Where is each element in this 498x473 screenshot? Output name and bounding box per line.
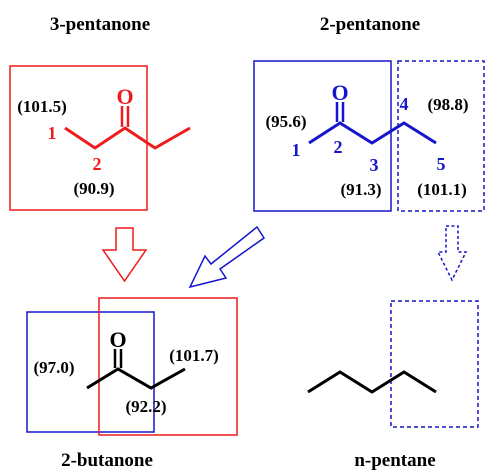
bond-value-c2: (90.9) [73,179,114,198]
fragment-box-2-butanone-part [253,60,392,212]
fragment-box-ethyl-part [397,60,485,212]
title-2-pentanone: 2-pentanone [320,14,420,35]
bond-value-middle: (92.2) [125,397,166,416]
bond-value-c1: (101.5) [17,97,67,116]
carbon-number-1: 1 [292,140,301,160]
fragment-box-red [98,297,238,436]
title-2-butanone: 2-butanone [61,450,153,471]
fragment-box-dashed [390,300,479,428]
skeleton-2-pentanone [308,121,437,145]
bond-value-right: (101.7) [169,346,219,365]
molecule-2-butanone: O (97.0) (92.2) (101.7) [26,297,238,436]
skeleton-3-pentanone [64,126,191,150]
molecule-n-pentane [307,300,479,428]
carbon-number-3: 3 [370,155,379,175]
oxygen-atom-label: O [331,80,348,105]
arrow-red-hollow [101,227,148,283]
oxygen-atom-label: O [109,327,126,352]
bond-value-c1: (95.6) [265,112,306,131]
skeleton-2-butanone [86,367,186,390]
carbon-number-4: 4 [400,94,409,114]
molecule-3-pentanone: O 1 2 (101.5) (90.9) [9,65,191,211]
bond-value-left: (97.0) [33,358,74,377]
skeleton-n-pentane [307,370,437,394]
bond-value-c5: (101.1) [417,180,467,199]
title-n-pentane: n-pentane [354,450,435,471]
molecule-2-pentanone: O 1 2 3 4 5 (95.6) (91.3) (98.8) (101.1) [253,60,485,212]
bond-value-c4: (98.8) [427,95,468,114]
bond-value-c3: (91.3) [340,180,381,199]
oxygen-atom-label: O [116,84,133,109]
arrow-blue-hollow [188,225,266,289]
carbon-number-2: 2 [334,137,343,157]
fragment-box-blue [26,311,155,433]
arrow-blue-dashed [436,225,468,282]
carbon-number-1: 1 [48,123,57,143]
carbon-number-5: 5 [437,154,446,174]
carbon-number-2: 2 [93,154,102,174]
title-3-pentanone: 3-pentanone [50,14,150,35]
fragment-box-3-pentanone [9,65,148,211]
